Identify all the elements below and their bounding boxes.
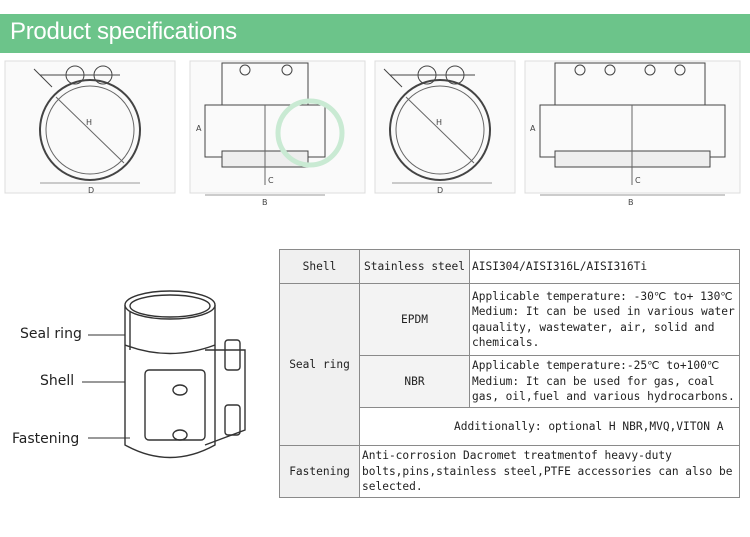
drawing-label-a-2: A bbox=[530, 124, 536, 133]
epdm-line-4: chemicals. bbox=[472, 336, 540, 349]
cell-nbr-description: Applicable temperature:-25℃ to+100℃ Medi… bbox=[469, 355, 740, 408]
additionally-label: Additionally: bbox=[454, 419, 542, 433]
row-label-fastening: Fastening bbox=[279, 445, 360, 498]
nbr-line-1: Applicable temperature:-25℃ to+100℃ bbox=[472, 359, 720, 373]
epdm-line-3: qauality, wastewater, air, solid and bbox=[472, 320, 715, 334]
title-banner: Product specifications bbox=[0, 14, 750, 53]
drawing-label-h: H bbox=[86, 118, 92, 127]
product-illustration bbox=[82, 290, 246, 459]
nbr-line-3: gas, oil,fuel and various hydrocarbons. bbox=[472, 390, 735, 404]
additionally-value: optional H NBR,MVQ,VITON A bbox=[548, 419, 724, 433]
spec-table: Shell Stainless steel AISI304/AISI316L/A… bbox=[279, 249, 740, 498]
cell-shell-value: AISI304/AISI316L/AISI316Ti bbox=[469, 249, 740, 284]
drawing-label-a: A bbox=[196, 124, 202, 133]
fastening-line-2: bolts,pins,stainless steel,PTFE accessor… bbox=[362, 464, 733, 478]
cell-fastening-description: Anti-corrosion Dacromet treatmentof heav… bbox=[359, 445, 740, 498]
drawing-label-h-2: H bbox=[436, 118, 442, 127]
fastening-line-3: selected. bbox=[362, 480, 423, 494]
drawing-label-c: C bbox=[268, 176, 274, 185]
cell-shell-material: Stainless steel bbox=[359, 249, 470, 284]
callout-seal-ring: Seal ring bbox=[20, 326, 82, 342]
table-row: Fastening Anti-corrosion Dacromet treatm… bbox=[279, 445, 740, 498]
nbr-line-2: Medium: It can be used for gas, coal bbox=[472, 374, 715, 388]
drawing-label-b-2: B bbox=[628, 198, 634, 207]
side-view-drawing-1 bbox=[4, 60, 176, 194]
technical-drawings: H D A B C H D A B C bbox=[4, 60, 741, 207]
front-view-drawing-2 bbox=[524, 60, 741, 196]
cell-epdm: EPDM bbox=[359, 283, 470, 356]
cell-epdm-description: Applicable temperature: -30℃ to+ 130℃ Me… bbox=[469, 283, 740, 356]
callout-fastening: Fastening bbox=[12, 431, 80, 447]
table-row: NBR Applicable temperature:-25℃ to+100℃ … bbox=[280, 355, 740, 408]
page-title: Product specifications bbox=[10, 18, 237, 45]
fastening-line-1: Anti-corrosion Dacromet treatmentof heav… bbox=[362, 449, 672, 463]
drawing-label-b: B bbox=[262, 198, 268, 207]
drawing-label-d: D bbox=[88, 186, 94, 195]
row-label-seal-ring: Seal ring bbox=[279, 283, 360, 446]
watermark-logo-icon bbox=[275, 98, 345, 168]
cell-additionally: Additionally: optional H NBR,MVQ,VITON A bbox=[359, 407, 740, 446]
front-view-drawing-1 bbox=[189, 60, 366, 196]
epdm-line-2: Medium: It can be used in various water bbox=[472, 305, 735, 318]
table-row: Seal ring EPDM Applicable temperature: -… bbox=[279, 283, 740, 446]
drawing-label-c-2: C bbox=[635, 176, 641, 185]
drawing-label-d-2: D bbox=[437, 186, 443, 195]
table-row: Additionally: optional H NBR,MVQ,VITON A bbox=[280, 407, 740, 446]
side-view-drawing-2 bbox=[374, 60, 516, 194]
cell-nbr: NBR bbox=[359, 355, 470, 408]
epdm-line-1: Applicable temperature: -30℃ to+ 130℃ bbox=[472, 289, 733, 303]
callout-shell: Shell bbox=[40, 373, 75, 389]
row-label-shell: Shell bbox=[279, 249, 360, 284]
table-row: Shell Stainless steel AISI304/AISI316L/A… bbox=[279, 249, 740, 284]
